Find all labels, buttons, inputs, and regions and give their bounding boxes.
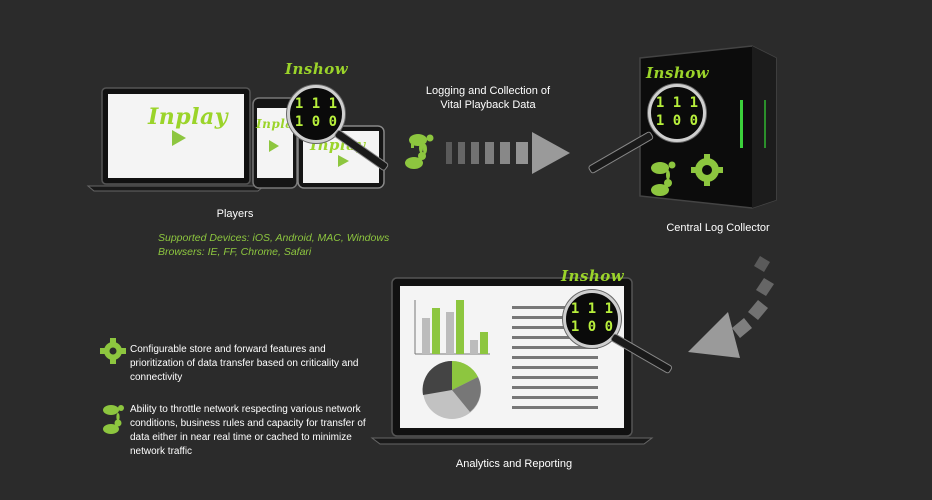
server-turtle-icon bbox=[651, 161, 676, 174]
laptop-device bbox=[86, 87, 266, 192]
collector-title: Central Log Collector bbox=[666, 222, 770, 234]
collector-inshow-label: Inshow bbox=[646, 64, 710, 82]
server-rabbit-icon bbox=[651, 170, 672, 196]
rabbit-icon bbox=[405, 143, 427, 169]
flow-label: Logging and Collection of Vital Playback… bbox=[425, 85, 551, 111]
binary-line: 1 0 0 bbox=[294, 114, 338, 130]
binary-line: 1 1 1 bbox=[655, 95, 699, 111]
turtle-icon bbox=[409, 134, 434, 148]
supported-browsers-text: Browsers: IE, FF, Chrome, Safari bbox=[158, 246, 312, 258]
players-inshow-label: Inshow bbox=[285, 60, 349, 78]
magnifier-icon-collector: 1 1 1 1 0 0 bbox=[648, 84, 706, 142]
players-title: Players bbox=[216, 208, 254, 220]
bullet-turtle-rabbit-icon bbox=[103, 405, 124, 434]
binary-line: 1 0 0 bbox=[570, 319, 614, 335]
feature-throttle-text: Ability to throttle network respecting v… bbox=[130, 404, 366, 457]
laptop-brand-label: Inplay bbox=[148, 104, 229, 130]
binary-line: 1 0 0 bbox=[655, 113, 699, 129]
bullet-gear-icon bbox=[100, 338, 126, 364]
supported-devices-text: Supported Devices: iOS, Android, MAC, Wi… bbox=[158, 232, 390, 244]
analytics-inshow-label: Inshow bbox=[561, 267, 625, 285]
server-gear-icon bbox=[691, 154, 723, 186]
flow-arrow-curved bbox=[688, 256, 774, 358]
tablet-device bbox=[297, 125, 385, 189]
flow-arrow-right bbox=[446, 132, 570, 174]
magnifier-icon-players: 1 1 1 1 0 0 bbox=[287, 85, 345, 143]
feature-store-forward-text: Configurable store and forward features … bbox=[130, 344, 359, 383]
analytics-title: Analytics and Reporting bbox=[455, 458, 573, 470]
binary-line: 1 1 1 bbox=[570, 301, 614, 317]
binary-line: 1 1 1 bbox=[294, 96, 338, 112]
